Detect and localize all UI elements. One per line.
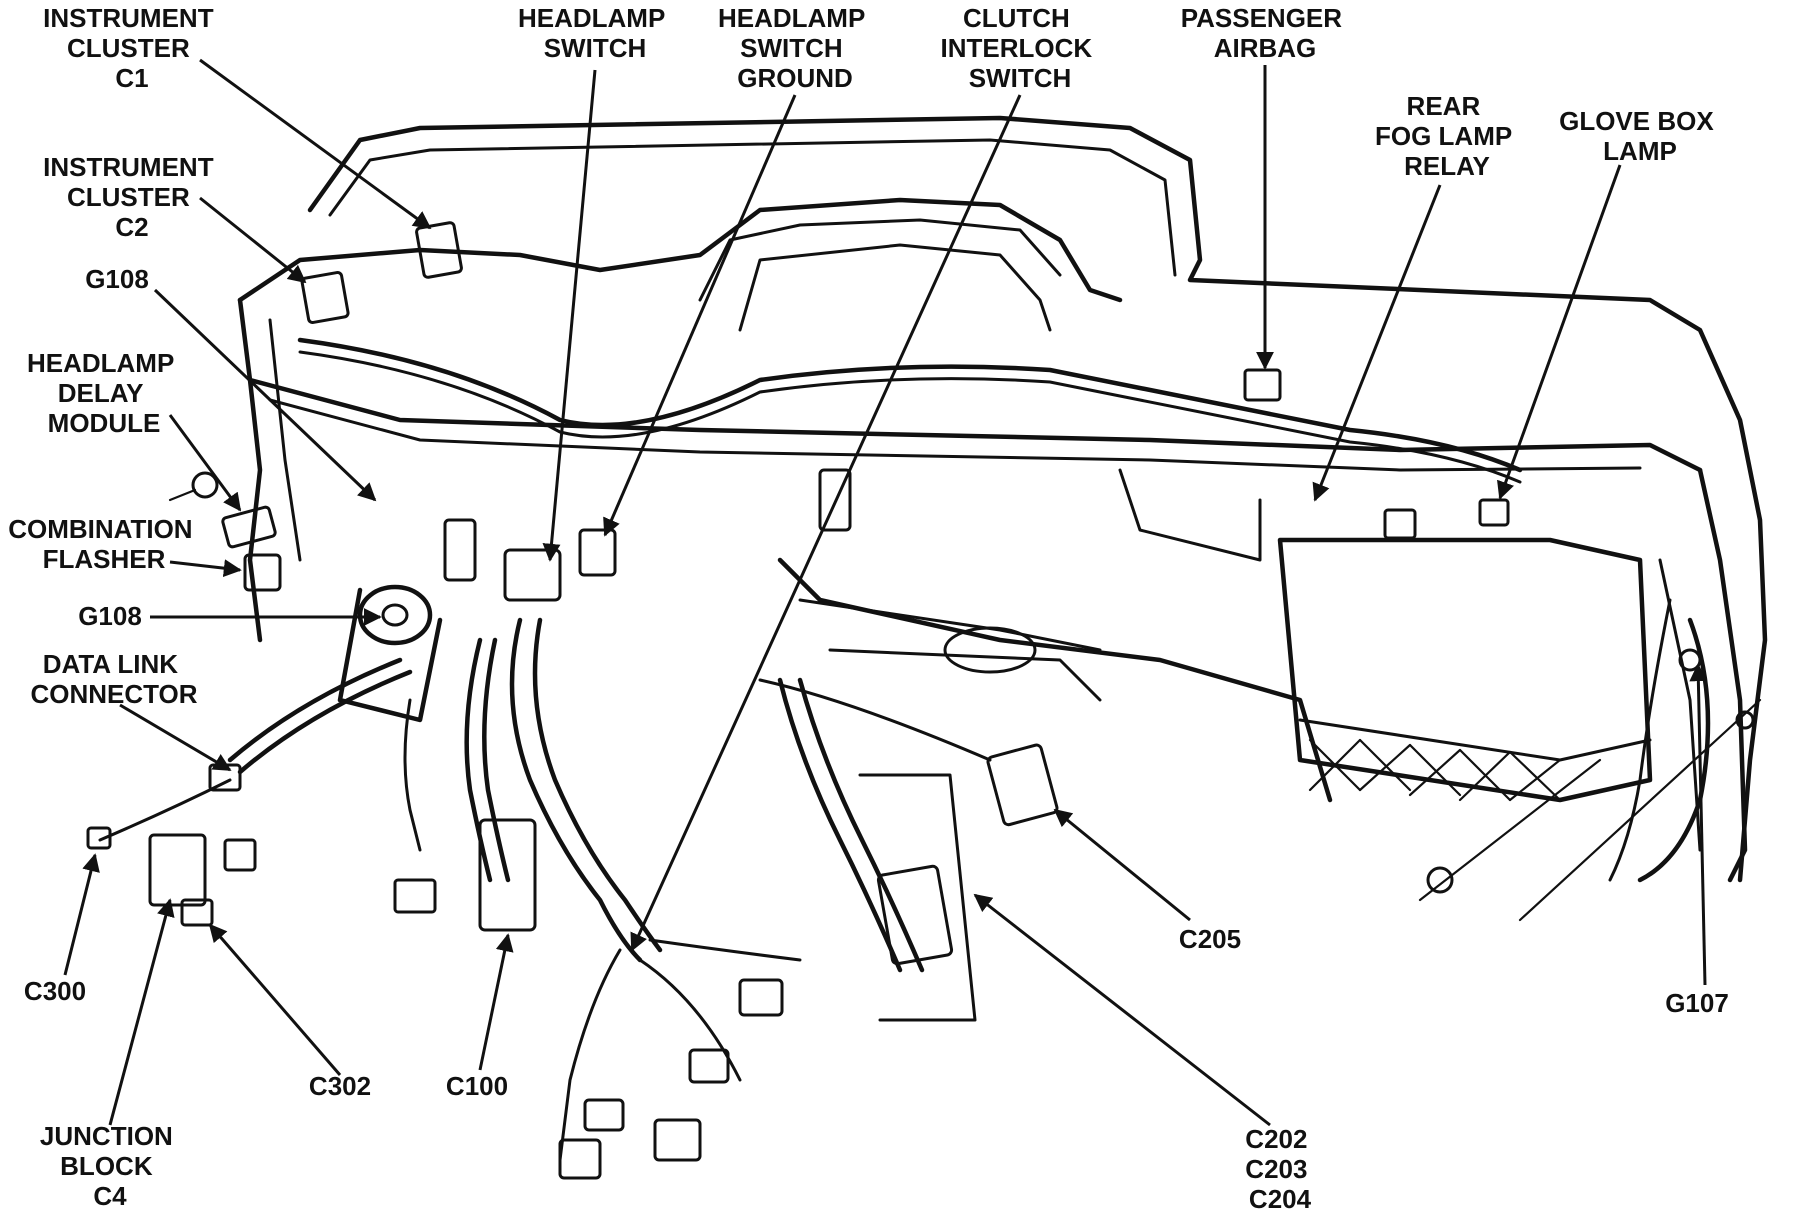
leader-g108-top (153, 288, 377, 502)
leader-c202-c203-c204 (973, 893, 1271, 1127)
leader-instrument-cluster-c2 (199, 196, 307, 284)
leader-g107 (1689, 663, 1708, 986)
label-passenger-airbag: PASSENGER AIRBAG (1181, 3, 1350, 63)
leader-headlamp-switch (542, 69, 597, 562)
label-c205: C205 (1179, 924, 1241, 954)
leader-data-link-connector (119, 703, 232, 772)
leader-combination-flasher (169, 559, 242, 578)
leader-glove-box-lamp (1497, 164, 1622, 500)
label-g108-bottom: G108 (78, 601, 142, 631)
leader-instrument-cluster-c1 (199, 58, 432, 230)
label-instrument-cluster-c1: INSTRUMENT CLUSTER C1 (43, 3, 221, 93)
label-c302: C302 (309, 1071, 371, 1101)
leader-c302 (208, 923, 342, 1076)
label-combination-flasher: COMBINATION FLASHER (8, 514, 200, 574)
leader-c100 (478, 933, 514, 1071)
component-labels: INSTRUMENT CLUSTER C1 INSTRUMENT CLUSTER… (8, 3, 1729, 1214)
label-g108-top: G108 (85, 264, 149, 294)
label-c100: C100 (446, 1071, 508, 1101)
leader-junction-block-c4 (108, 898, 175, 1126)
instrument-panel-illustration (86, 115, 1768, 1180)
leader-headlamp-switch-ground (603, 94, 797, 537)
label-rear-fog-lamp-relay: REAR FOG LAMP RELAY (1375, 91, 1519, 181)
label-junction-block-c4: JUNCTION BLOCK C4 (40, 1121, 180, 1211)
leader-c300 (63, 853, 100, 976)
label-data-link-connector: DATA LINK CONNECTOR (30, 649, 197, 709)
leader-clutch-interlock-switch (630, 94, 1022, 952)
label-g107: G107 (1665, 988, 1729, 1018)
leader-lines (63, 58, 1708, 1127)
leader-rear-fog-lamp-relay (1312, 184, 1442, 502)
leader-headlamp-delay-module (168, 414, 242, 512)
label-headlamp-switch: HEADLAMP SWITCH (518, 3, 672, 63)
label-headlamp-switch-ground: HEADLAMP SWITCH GROUND (718, 3, 872, 93)
label-headlamp-delay-module: HEADLAMP DELAY MODULE (27, 348, 181, 438)
label-glove-box-lamp: GLOVE BOX LAMP (1559, 106, 1721, 166)
leader-c205 (1053, 808, 1191, 922)
label-c300: C300 (24, 976, 86, 1006)
label-instrument-cluster-c2: INSTRUMENT CLUSTER C2 (43, 152, 221, 242)
label-c202-c203-c204: C202 C203 C204 (1245, 1124, 1314, 1214)
label-clutch-interlock-switch: CLUTCH INTERLOCK SWITCH (941, 3, 1100, 93)
